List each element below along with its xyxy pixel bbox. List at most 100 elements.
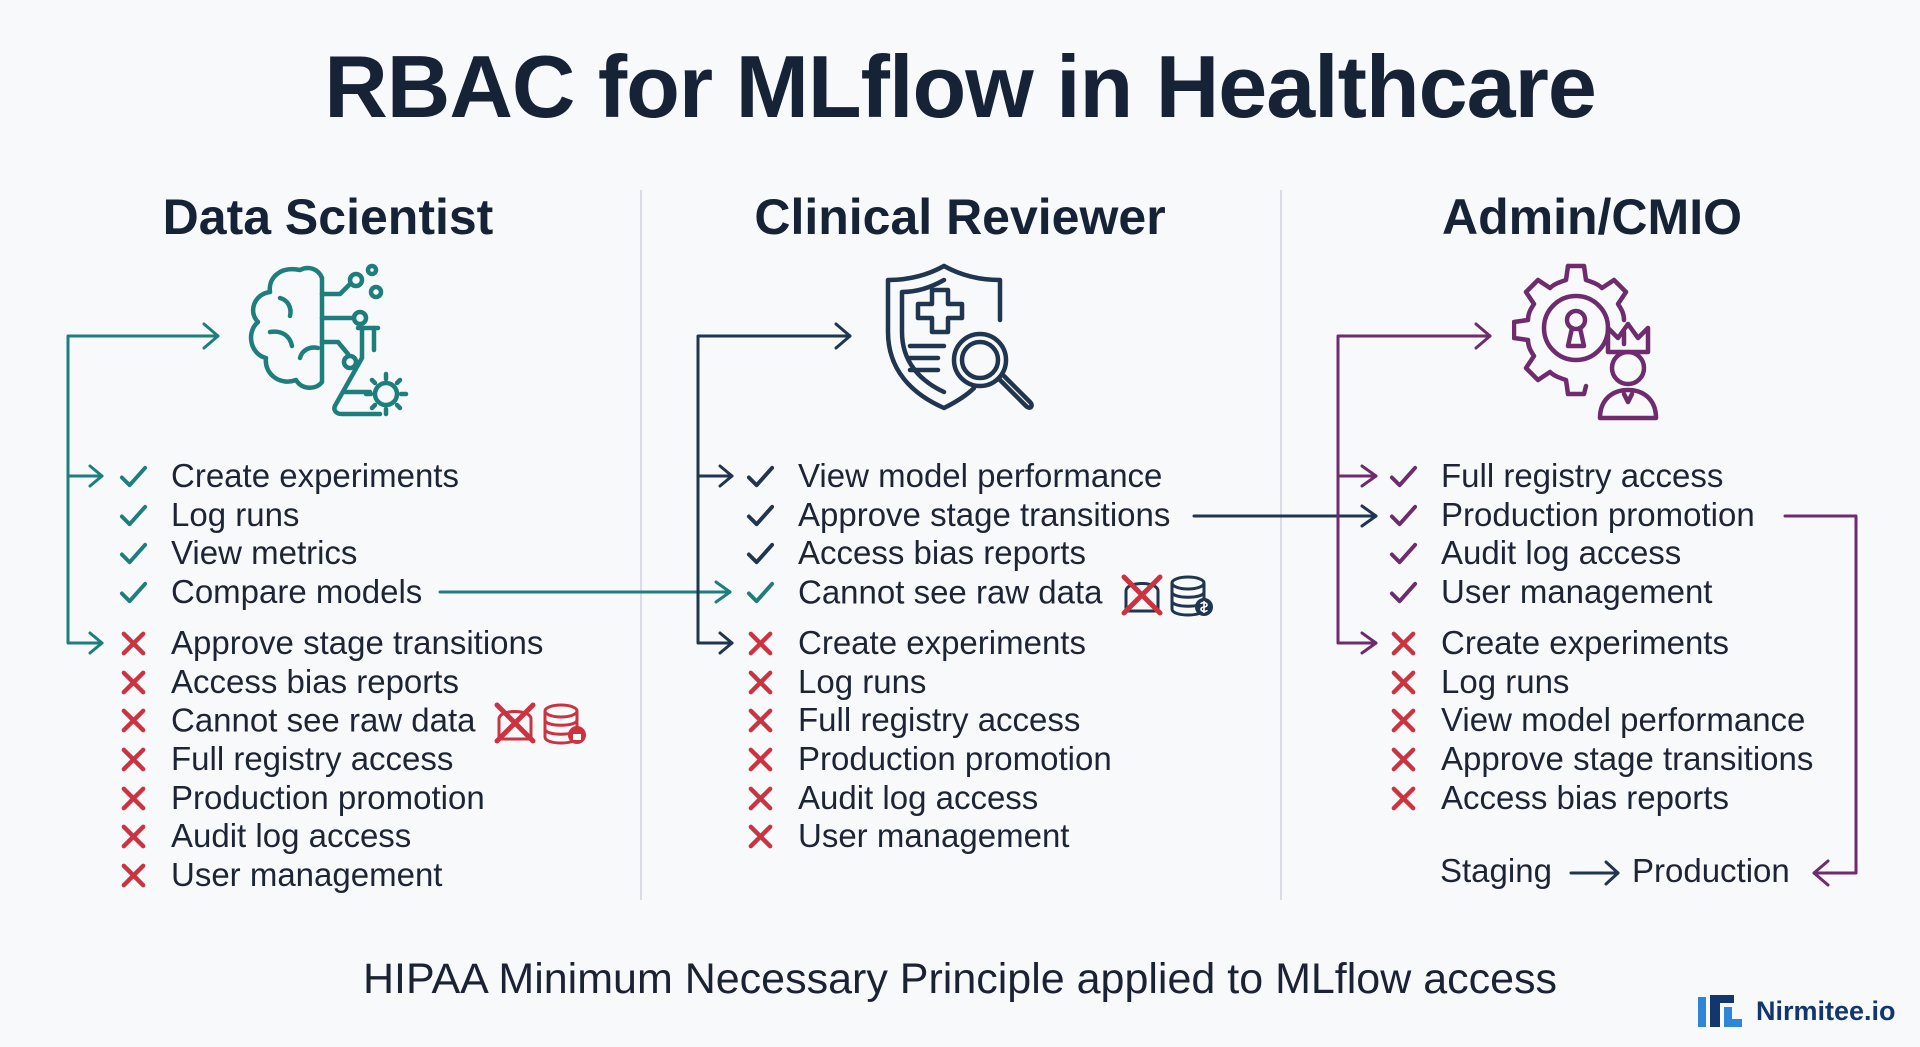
list-item-denied: Approve stage transitions	[1388, 740, 1813, 779]
check-icon	[119, 581, 148, 604]
cross-icon	[748, 825, 773, 849]
cross-icon	[121, 631, 146, 656]
list-item-label: Access bias reports	[798, 534, 1086, 572]
check-icon	[746, 543, 775, 565]
list-item-denied: Audit log access	[745, 779, 1112, 818]
page-title: RBAC for MLflow in Healthcare	[324, 37, 1597, 136]
list-item-label: Full registry access	[1441, 457, 1724, 494]
brain-flask-gear-icon	[248, 263, 409, 417]
column-divider	[1280, 190, 1282, 900]
list-item-label: Access bias reports	[1441, 778, 1729, 816]
denied-list-data-scientist: Approve stage transitions Access bias re…	[118, 624, 591, 895]
brand-logo: Nirmitee.io	[1698, 991, 1896, 1031]
list-item-label: Production promotion	[171, 778, 485, 816]
list-item-allowed: User management	[1388, 573, 1755, 612]
flow-to-label: Production	[1632, 852, 1790, 889]
blocked-data-icon	[494, 702, 586, 745]
list-item-denied: User management	[118, 856, 591, 895]
list-item-denied: Production promotion	[118, 779, 591, 818]
check-icon	[746, 581, 775, 604]
list-item-denied: View model performance	[1388, 701, 1813, 740]
list-item-denied: Access bias reports	[118, 663, 591, 702]
list-item-denied: Cannot see raw data	[118, 701, 591, 745]
role-title-clinical-reviewer: Clinical Reviewer	[754, 189, 1166, 245]
list-item-label: Log runs	[1441, 662, 1570, 700]
list-item-denied: Log runs	[745, 663, 1112, 702]
list-item-denied: Access bias reports	[1388, 779, 1813, 818]
check-icon	[119, 465, 148, 488]
role-title-admin-cmio: Admin/CMIO	[1442, 189, 1742, 245]
cross-icon	[121, 863, 146, 888]
list-item-label: Production promotion	[798, 740, 1112, 778]
list-item-label: Audit log access	[171, 817, 412, 855]
cross-icon	[1391, 786, 1416, 811]
list-item-label: Log runs	[171, 495, 300, 533]
list-item-label: Approve stage transitions	[1441, 740, 1814, 778]
list-item-label: View model performance	[1441, 701, 1806, 739]
list-item-label: Create experiments	[171, 457, 459, 494]
list-item-label: Cannot see raw data	[171, 702, 476, 740]
list-item-denied: User management	[745, 817, 1112, 856]
cross-icon	[121, 825, 146, 849]
check-icon	[119, 504, 148, 526]
cross-icon	[121, 709, 146, 733]
check-icon	[746, 504, 775, 526]
footer-caption: HIPAA Minimum Necessary Principle applie…	[362, 955, 1558, 1003]
cross-icon	[748, 631, 773, 656]
cross-icon	[748, 670, 773, 695]
check-icon	[1389, 543, 1418, 565]
cross-icon	[1391, 747, 1416, 772]
role-title-data-scientist: Data Scientist	[162, 189, 494, 245]
list-item-label: Access bias reports	[171, 662, 459, 700]
list-item-label: Approve stage transitions	[171, 624, 544, 661]
denied-list-admin-cmio: Create experiments Log runs View model p…	[1388, 624, 1813, 817]
cross-icon	[1391, 670, 1416, 695]
nirmitee-logo-icon	[1698, 995, 1742, 1027]
list-item-allowed: Approve stage transitions	[745, 496, 1218, 535]
list-item-allowed: View model performance	[745, 457, 1218, 496]
check-icon	[119, 543, 148, 565]
list-item-denied: Audit log access	[118, 817, 591, 856]
cross-icon	[121, 747, 146, 772]
denied-list-clinical-reviewer: Create experiments Log runs Full registr…	[745, 624, 1112, 856]
list-item-label: Audit log access	[798, 778, 1039, 816]
list-item-allowed: Audit log access	[1388, 534, 1755, 573]
brand-name: Nirmitee.io	[1756, 995, 1896, 1026]
allowed-list-admin-cmio: Full registry access Production promotio…	[1388, 457, 1755, 612]
list-item-label: User management	[1441, 573, 1713, 611]
cross-icon	[1391, 709, 1416, 733]
allowed-list-data-scientist: Create experiments Log runs View metrics…	[118, 457, 459, 612]
check-icon	[1389, 465, 1418, 488]
list-item-label: Create experiments	[1441, 624, 1729, 661]
blocked-data-icon	[1121, 574, 1213, 617]
cross-icon	[121, 670, 146, 695]
flow-from-label: Staging	[1440, 852, 1552, 889]
list-item-label: Log runs	[798, 662, 927, 700]
list-item-allowed: Compare models	[118, 573, 459, 612]
list-item-label: Cannot see raw data	[798, 573, 1103, 611]
list-item-denied: Create experiments	[1388, 624, 1813, 663]
list-item-allowed: Create experiments	[118, 457, 459, 496]
gear-lock-admin-icon	[1512, 263, 1659, 421]
list-item-allowed: Log runs	[118, 496, 459, 535]
cross-icon	[1391, 631, 1416, 656]
list-item-denied: Log runs	[1388, 663, 1813, 702]
check-icon	[1389, 581, 1418, 604]
list-item-allowed: View metrics	[118, 534, 459, 573]
list-item-allowed: Production promotion	[1388, 496, 1755, 535]
list-item-denied: Full registry access	[745, 701, 1112, 740]
list-item-label: User management	[798, 817, 1070, 855]
shield-magnifier-icon	[885, 263, 1034, 411]
list-item-denied: Production promotion	[745, 740, 1112, 779]
list-item-allowed: Access bias reports	[745, 534, 1218, 573]
check-icon	[746, 465, 775, 488]
list-item-label: Approve stage transitions	[798, 495, 1171, 533]
check-icon	[1389, 504, 1418, 526]
cross-icon	[121, 786, 146, 811]
list-item-label: View metrics	[171, 534, 358, 572]
list-item-denied: Create experiments	[745, 624, 1112, 663]
list-item-label: View model performance	[798, 457, 1163, 494]
cross-icon	[748, 747, 773, 772]
list-item-label: Compare models	[171, 573, 423, 611]
list-item-allowed: Full registry access	[1388, 457, 1755, 496]
